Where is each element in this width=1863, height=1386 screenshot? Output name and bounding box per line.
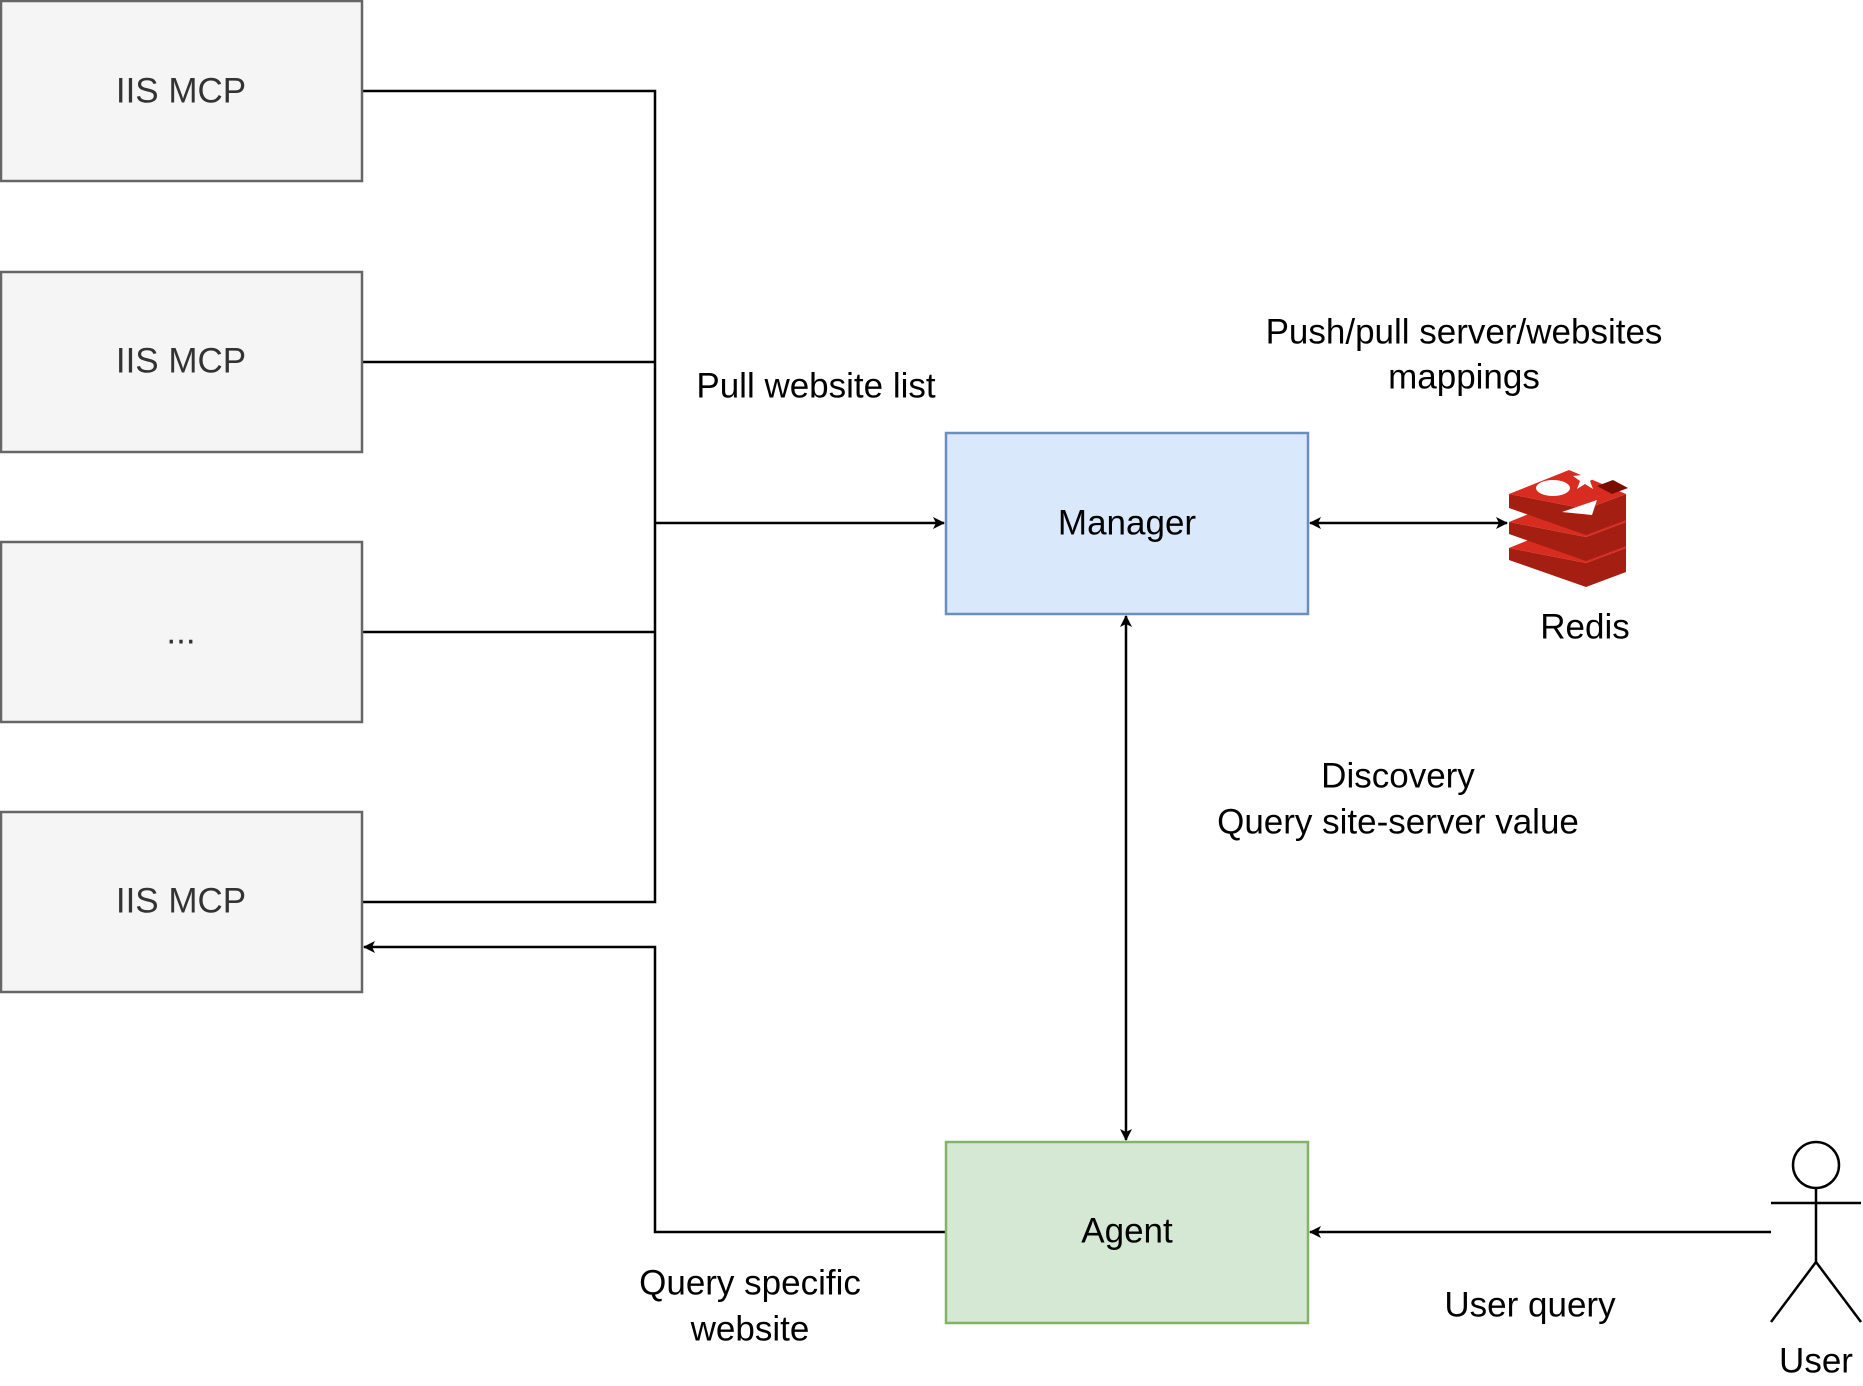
manager-label: Manager <box>1058 504 1196 543</box>
discovery-label-line-2: Query site-server value <box>1217 803 1579 842</box>
pull-website-list-label: Pull website list <box>696 367 936 406</box>
user-actor-icon <box>1770 1140 1862 1323</box>
user-query-label: User query <box>1444 1286 1616 1325</box>
iis-mcp-node-3[interactable]: ... <box>0 540 364 724</box>
push-pull-label-line-2: mappings <box>1388 358 1540 397</box>
iis-to-manager-connectors <box>362 89 945 904</box>
redis-logo-icon <box>1509 467 1628 587</box>
push-pull-label-line-1: Push/pull server/websites <box>1266 313 1663 352</box>
query-specific-label: Query specific website <box>639 1264 861 1349</box>
agent-box <box>944 1140 1310 1325</box>
iis-mcp-node-2[interactable]: IIS MCP <box>0 270 364 454</box>
iis-mcp-node-4[interactable]: IIS MCP <box>0 810 364 994</box>
iis-mcp-box <box>0 270 364 454</box>
discovery-label-line-1: Discovery <box>1321 757 1475 796</box>
redis-node[interactable]: Redis <box>1509 467 1630 647</box>
iis-mcp-box <box>0 810 364 994</box>
agent-label: Agent <box>1081 1212 1173 1251</box>
iis-mcp-label: IIS MCP <box>116 882 246 921</box>
manager-node[interactable]: Manager <box>944 431 1310 616</box>
connector-iis-4 <box>362 523 657 904</box>
connector-iis-1 <box>362 89 657 523</box>
query-specific-label-line-1: Query specific <box>639 1264 861 1303</box>
iis-mcp-label: IIS MCP <box>116 342 246 381</box>
user-node[interactable]: User <box>1770 1140 1862 1381</box>
iis-mcp-label: IIS MCP <box>116 72 246 111</box>
push-pull-label: Push/pull server/websites mappings <box>1266 313 1663 397</box>
agent-node[interactable]: Agent <box>944 1140 1310 1325</box>
discovery-label: Discovery Query site-server value <box>1217 757 1579 842</box>
redis-label: Redis <box>1540 608 1629 647</box>
iis-mcp-node-1[interactable]: IIS MCP <box>0 0 364 183</box>
manager-box <box>944 431 1310 616</box>
iis-mcp-label: ... <box>166 613 195 652</box>
user-label: User <box>1779 1342 1853 1381</box>
iis-mcp-box <box>0 0 364 183</box>
iis-mcp-box <box>0 540 364 724</box>
query-specific-label-line-2: website <box>690 1310 810 1349</box>
connector-agent-to-iis-4 <box>363 941 945 1234</box>
